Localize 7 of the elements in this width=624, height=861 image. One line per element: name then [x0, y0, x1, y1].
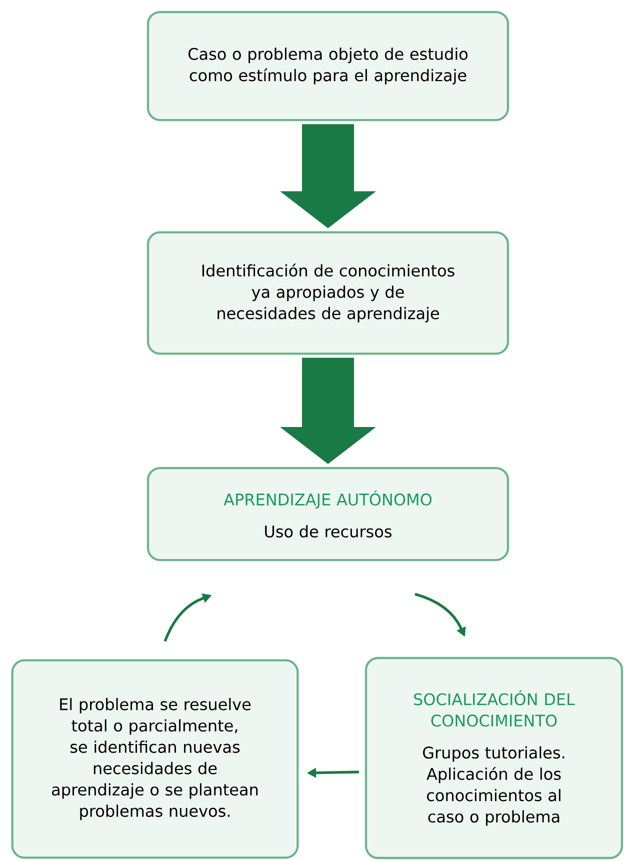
process-box: Caso o problema objeto de estudio como estímulo para el aprendizaje: [146, 10, 510, 122]
process-box: APRENDIZAJE AUTÓNOMO Uso de recursos: [146, 466, 510, 562]
block-arrow: [280, 124, 376, 228]
process-box: El problema se resuelve total o parcialmente, se identifican nuevas necesidades de aprendizaje o se plantean problemas nuevos.: [11, 659, 299, 859]
process-box: SOCIALIZACIÓN DEL CONOCIMIENTO Grupos tutoriales. Aplicación de los conocimientos al caso o problema: [364, 656, 624, 860]
process-box: Identificación de conocimientos ya apropiados y de necesidades de aprendizaje: [146, 231, 510, 355]
block-arrow: [280, 358, 376, 464]
